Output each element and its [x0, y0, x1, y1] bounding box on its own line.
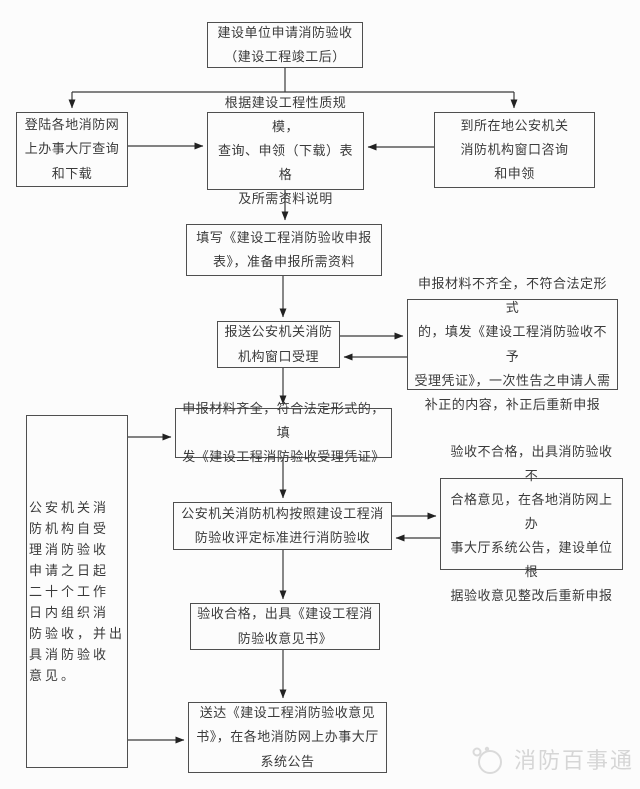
node-submit-to-window: 报送公安机关消防 机构窗口受理: [217, 321, 340, 368]
node-inspection-failed: 验收不合格，出具消防验收不 合格意见，在各地消防网上办 事大厅系统公告，建设单位…: [440, 444, 623, 603]
node-materials-complete: 申报材料齐全，符合法定形式的，填 发《建设工程消防验收受理凭证》: [175, 401, 392, 464]
node-inspection-passed: 验收合格，出具《建设工程消 防验收意见书》: [190, 603, 380, 650]
node-online-hall-download: 登陆各地消防网 上办事大厅查询 和下载: [16, 112, 128, 187]
node-window-consult: 到所在地公安机关 消防机构窗口咨询 和申领: [434, 112, 595, 188]
node-conduct-inspection: 公安机关消防机构按照建设工程消 防验收评定标准进行消防验收: [173, 502, 392, 550]
node-get-forms-materials: 根据建设工程性质规模， 查询、申领（下载）表格 及所需资料说明: [207, 95, 364, 206]
node-deliver-opinion: 送达《建设工程消防验收意见 书》，在各地消防网上办事大厅 系统公告: [188, 702, 387, 773]
node-fill-declaration-form: 填写《建设工程消防验收申报 表》，准备申报所需资料: [186, 224, 382, 276]
node-apply-acceptance: 建设单位申请消防验收 （建设工程竣工后）: [207, 22, 363, 68]
node-twenty-workday-timeline: 公安机关消 防机构自受 理消防验收 申请之日起 二十个工作 日内组织消 防验收，…: [26, 415, 128, 768]
node-materials-incomplete: 申报材料不齐全，不符合法定形式 的，填发《建设工程消防验收不予 受理凭证》，一次…: [407, 276, 618, 412]
watermark: 消防百事通: [468, 742, 634, 776]
watermark-logo-icon: [472, 746, 502, 774]
watermark-text: 消防百事通: [514, 748, 635, 773]
